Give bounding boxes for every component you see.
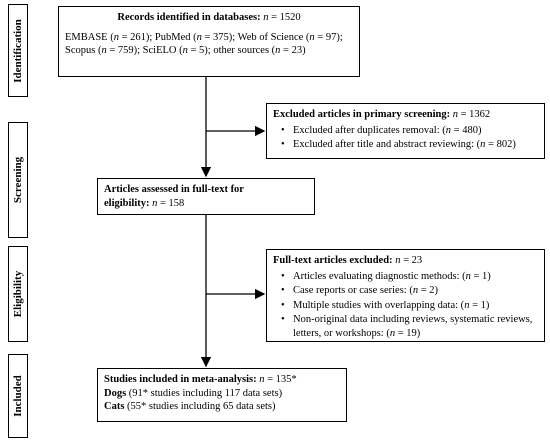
list-item: Non-original data including reviews, sys…: [281, 313, 538, 340]
fulltext-excluded-box: Full-text articles excluded: n = 23 Arti…: [266, 249, 545, 342]
stage-screening-label: Screening: [12, 156, 24, 204]
excluded-primary-title-line: Excluded articles in primary screening: …: [273, 109, 491, 120]
stage-eligibility: Eligibility: [8, 246, 28, 342]
fulltext-assessed-box: Articles assessed in full-text for eligi…: [97, 178, 315, 215]
stage-identification-label: Identification: [12, 18, 24, 83]
excluded-primary-box: Excluded articles in primary screening: …: [266, 103, 545, 159]
included-box: Studies included in meta-analysis: n = 1…: [97, 368, 347, 422]
records-sources-line2: Scopus (n = 759); SciELO (n = 5); other …: [65, 45, 306, 56]
fulltext-title-line2: eligibility: n = 158: [104, 197, 185, 209]
list-item: Excluded after title and abstract review…: [281, 138, 538, 152]
stage-identification: Identification: [8, 4, 28, 97]
records-title-line: Records identified in databases: n = 152…: [117, 12, 301, 23]
stage-screening: Screening: [8, 122, 28, 238]
fulltext-excluded-list: Articles evaluating diagnostic methods: …: [273, 270, 538, 341]
records-identified-box: Records identified in databases: n = 152…: [58, 6, 360, 77]
excluded-primary-list: Excluded after duplicates removal: (n = …: [273, 124, 538, 152]
stage-included: Included: [8, 354, 28, 438]
included-cats-line: Cats (55* studies including 65 data sets…: [104, 401, 276, 412]
fulltext-title-line1: Articles assessed in full-text for: [104, 184, 244, 195]
included-title: Studies included in meta-analysis:: [104, 374, 257, 385]
stage-eligibility-label: Eligibility: [12, 270, 24, 318]
records-sources-line1: EMBASE (n = 261); PubMed (n = 375); Web …: [65, 31, 343, 43]
list-item: Multiple studies with overlapping data: …: [281, 299, 538, 313]
records-title: Records identified in databases:: [117, 12, 261, 23]
included-dogs-line: Dogs (91* studies including 117 data set…: [104, 387, 283, 399]
excluded-primary-title: Excluded articles in primary screening:: [273, 109, 451, 120]
list-item: Articles evaluating diagnostic methods: …: [281, 270, 538, 284]
fulltext-excluded-title: Full-text articles excluded:: [273, 255, 393, 266]
list-item: Excluded after duplicates removal: (n = …: [281, 124, 538, 138]
stage-included-label: Included: [12, 375, 24, 417]
records-total: = 1520: [271, 12, 301, 23]
fulltext-excluded-title-line: Full-text articles excluded: n = 23: [273, 255, 423, 266]
list-item: Case reports or case series: (n = 2): [281, 284, 538, 298]
included-title-line: Studies included in meta-analysis: n = 1…: [104, 374, 297, 385]
